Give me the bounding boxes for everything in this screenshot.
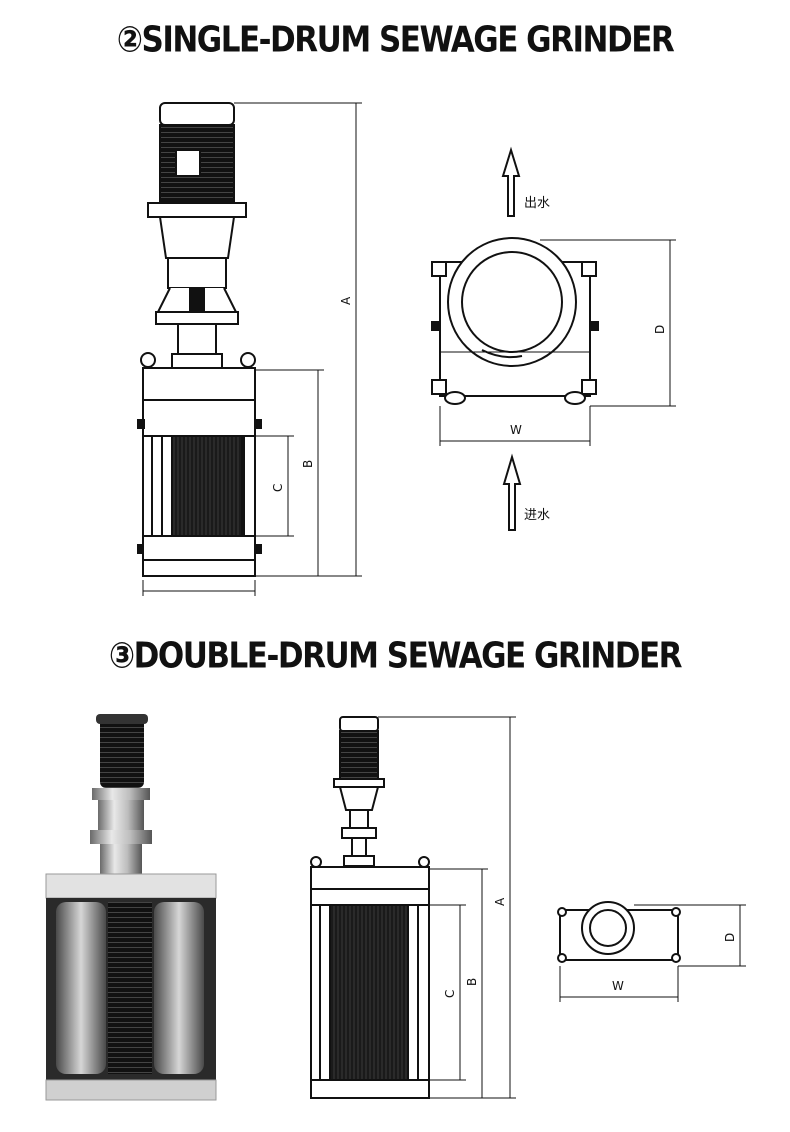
double-top-dim-d: D <box>723 933 737 942</box>
double-drum-title: ③DOUBLE-DRUM SEWAGE GRINDER <box>108 635 683 677</box>
double-dim-b: B <box>465 978 479 986</box>
double-drum-side-view <box>310 716 430 1099</box>
inlet-label: 进水 <box>524 508 550 523</box>
double-top-dimension-lines <box>559 904 746 1002</box>
single-drum-side-view <box>137 102 262 577</box>
outlet-label: 出水 <box>524 196 550 211</box>
double-drum-top-view <box>557 901 681 963</box>
single-dim-c: C <box>271 484 285 492</box>
double-top-dim-w: W <box>612 979 624 993</box>
arrow-up-icon <box>501 146 521 217</box>
single-drum-title: ②SINGLE-DRUM SEWAGE GRINDER <box>116 19 675 61</box>
arrow-up-icon <box>502 453 522 531</box>
double-dimension-lines <box>378 716 516 1099</box>
double-dim-a: A <box>493 897 507 906</box>
top-dim-w: W <box>510 423 522 437</box>
single-drum-top-view <box>431 237 599 405</box>
top-dimension-lines <box>439 239 676 446</box>
top-dim-d: D <box>653 325 667 334</box>
single-dim-b: B <box>301 460 315 468</box>
double-drum-photo <box>45 714 217 1101</box>
single-dimension-lines <box>142 102 362 596</box>
single-dim-a: A <box>339 296 353 305</box>
double-dim-c: C <box>443 990 457 998</box>
